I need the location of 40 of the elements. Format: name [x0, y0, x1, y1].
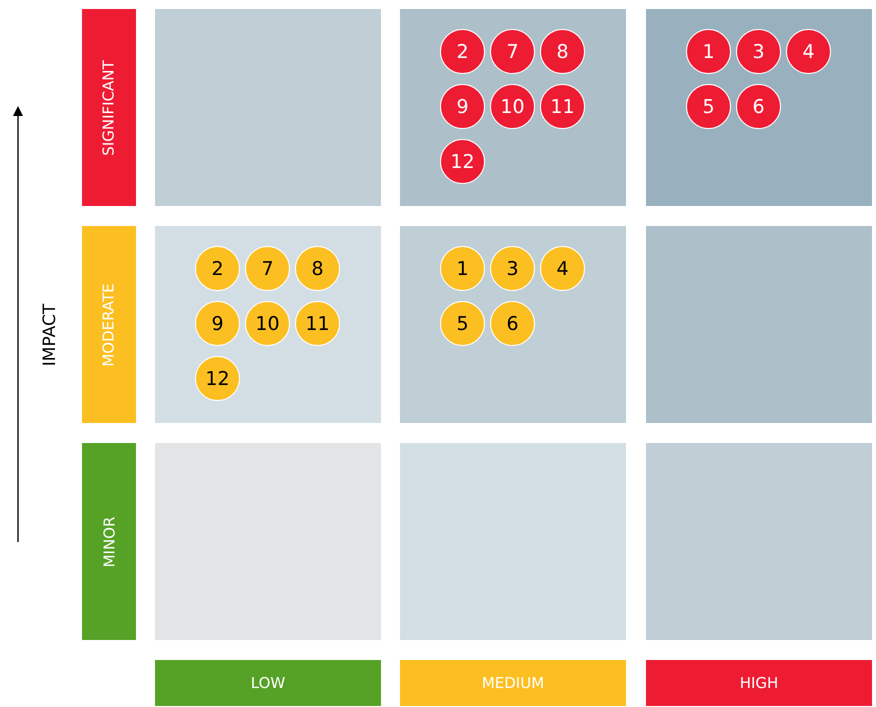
risk-marker: 7: [490, 29, 535, 74]
matrix-cell: [155, 9, 381, 206]
impact-level-band: MINOR: [82, 443, 136, 640]
matrix-cell: [400, 443, 626, 640]
risk-marker: 1: [686, 29, 731, 74]
risk-marker: 7: [245, 246, 290, 291]
risk-marker: 6: [490, 301, 535, 346]
risk-marker: 4: [540, 246, 585, 291]
impact-level-band: MODERATE: [82, 226, 136, 423]
matrix-cell: [400, 226, 626, 423]
likelihood-level-band: MEDIUM: [400, 660, 626, 706]
risk-marker: 2: [440, 29, 485, 74]
matrix-cell: [155, 226, 381, 423]
axis-label: IMPACT: [40, 304, 60, 366]
matrix-cell: [155, 443, 381, 640]
impact-level-band: SIGNIFICANT: [82, 9, 136, 206]
risk-marker: 5: [440, 301, 485, 346]
risk-marker: 2: [195, 246, 240, 291]
risk-marker: 12: [195, 356, 240, 401]
risk-marker: 1: [440, 246, 485, 291]
likelihood-level-band: HIGH: [646, 660, 872, 706]
risk-marker: 9: [440, 84, 485, 129]
likelihood-level-band: LOW: [155, 660, 381, 706]
risk-marker: 5: [686, 84, 731, 129]
matrix-cell: [646, 9, 872, 206]
risk-marker: 4: [786, 29, 831, 74]
risk-marker: 10: [245, 301, 290, 346]
matrix-cell: [646, 443, 872, 640]
risk-marker: 3: [736, 29, 781, 74]
risk-marker: 9: [195, 301, 240, 346]
risk-marker: 12: [440, 139, 485, 184]
risk-marker: 11: [295, 301, 340, 346]
risk-marker: 11: [540, 84, 585, 129]
risk-marker: 8: [540, 29, 585, 74]
risk-marker: 8: [295, 246, 340, 291]
matrix-cell: [646, 226, 872, 423]
risk-marker: 10: [490, 84, 535, 129]
matrix-cell: [400, 9, 626, 206]
risk-marker: 3: [490, 246, 535, 291]
risk-marker: 6: [736, 84, 781, 129]
